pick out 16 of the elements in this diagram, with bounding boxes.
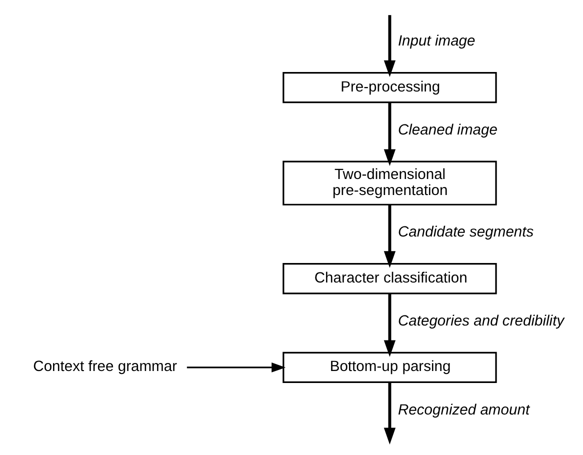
node-box: Bottom-up parsing bbox=[282, 352, 497, 384]
node-box: Pre-processing bbox=[282, 72, 497, 104]
edge-label: Recognized amount bbox=[398, 402, 530, 418]
edge-label: Input image bbox=[398, 34, 476, 50]
arrow bbox=[384, 382, 396, 444]
arrow bbox=[384, 15, 396, 78]
edge-label: Cleaned image bbox=[398, 122, 498, 138]
arrow bbox=[384, 293, 396, 357]
edge-label: Categories and credibility bbox=[398, 313, 564, 330]
arrow bbox=[384, 205, 396, 268]
node-text: Context free grammar bbox=[33, 359, 178, 376]
node-box: Two-dimensional pre-segmentation bbox=[282, 160, 497, 206]
edge-label: Candidate segments bbox=[398, 224, 534, 241]
arrow bbox=[186, 362, 286, 372]
arrow bbox=[384, 102, 396, 166]
node-box: Character classification bbox=[282, 263, 497, 294]
